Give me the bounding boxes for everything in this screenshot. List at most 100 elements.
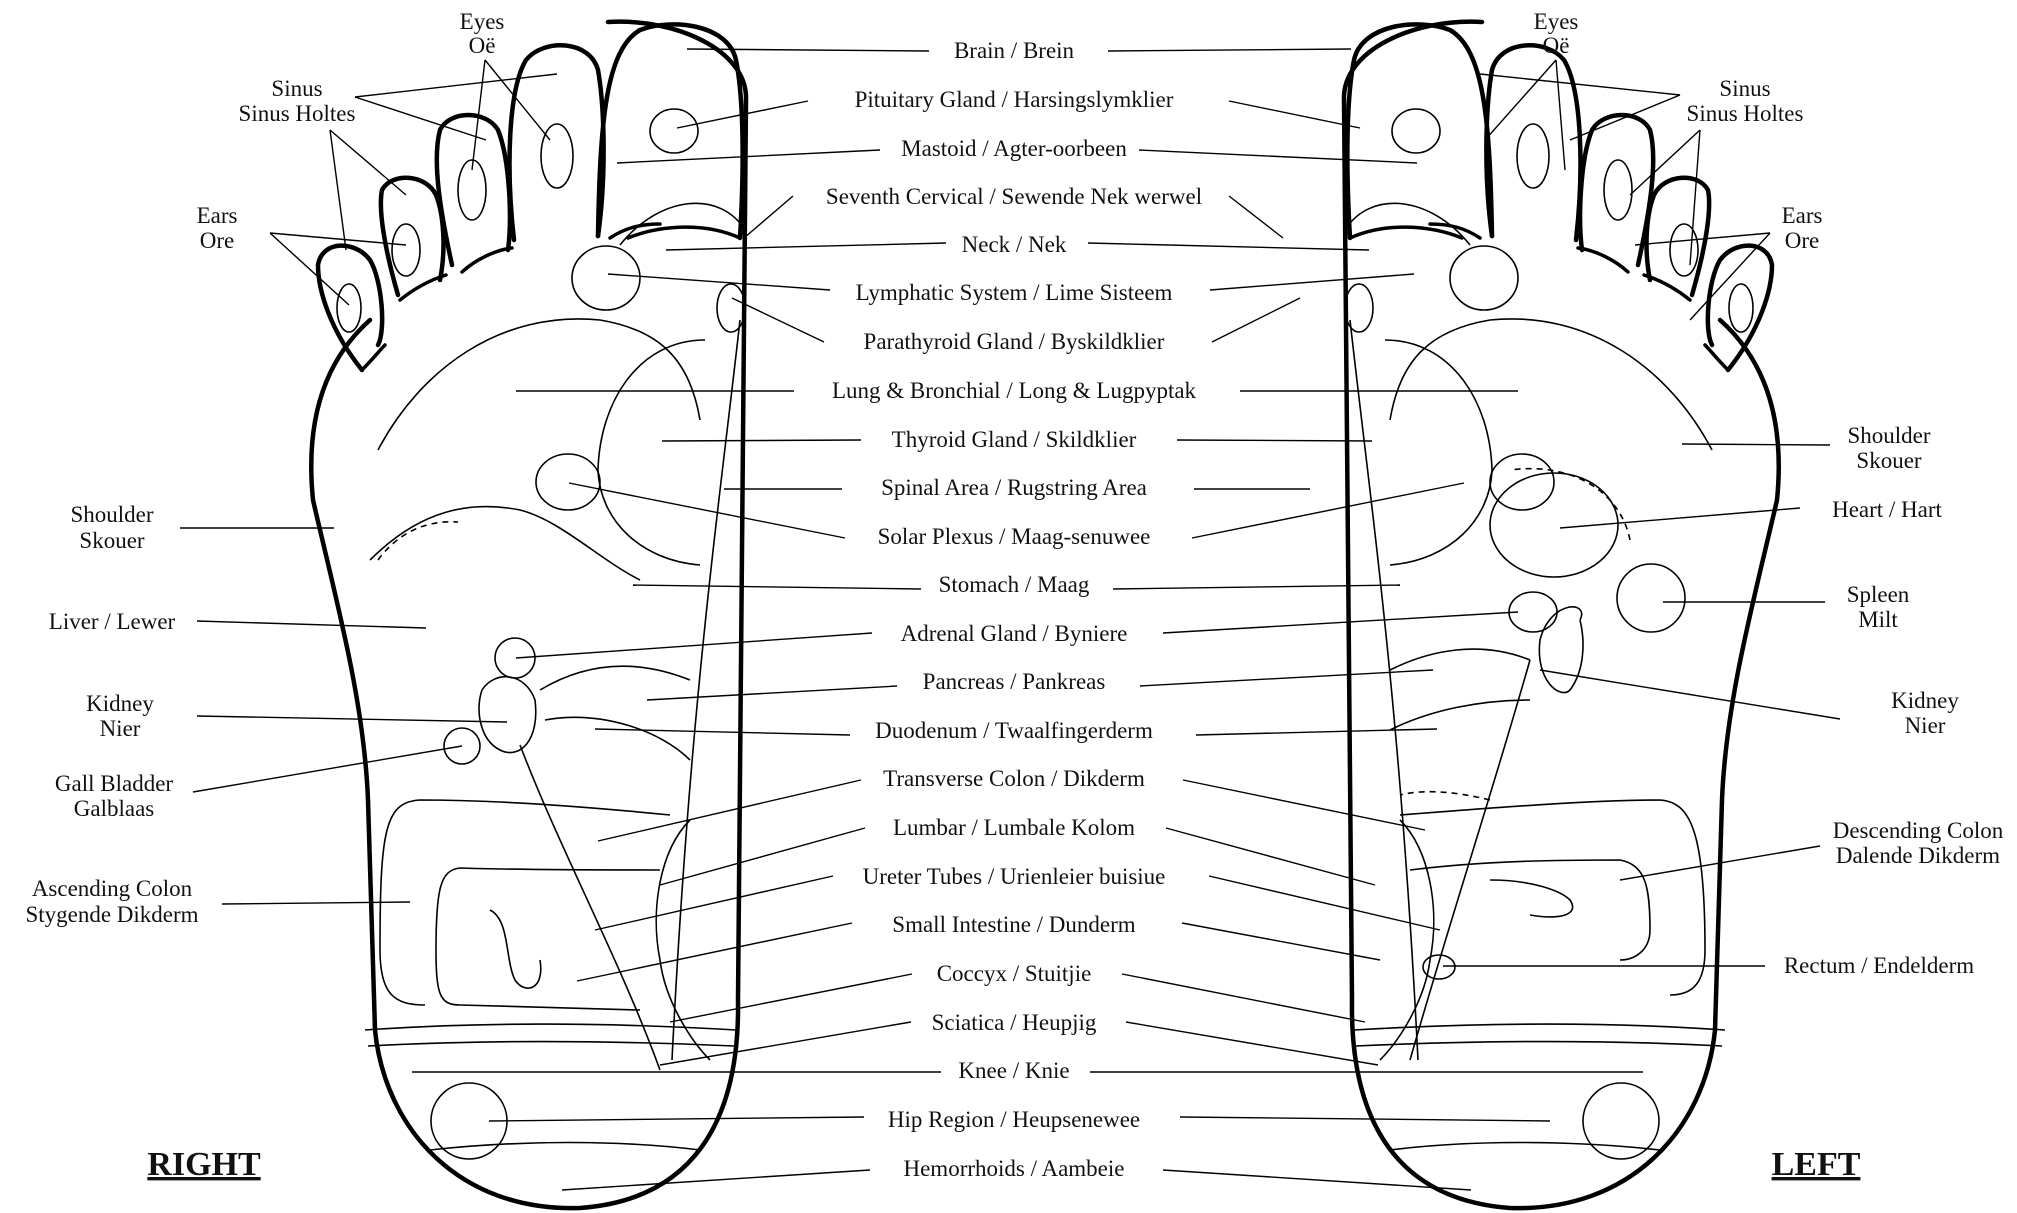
label-l-ears-2: Ore — [1785, 228, 1819, 253]
left-big-toe-base — [1350, 227, 1462, 238]
leader-pancreas-l — [1140, 670, 1433, 686]
left-thyroid-zone — [1385, 340, 1492, 565]
right-ear-zone-1 — [392, 224, 420, 276]
label-r-sinus-2: Sinus Holtes — [239, 101, 356, 126]
label-r-kidney-2: Nier — [100, 716, 141, 741]
right-heel-band-low — [430, 1143, 700, 1151]
label-l-shoulder-1: Shoulder — [1847, 423, 1930, 448]
right-toe-4 — [381, 178, 444, 295]
left-eye-zone-1 — [1517, 124, 1549, 188]
left-lumbar-zone — [1380, 820, 1434, 1060]
label-l-ears-1: Ears — [1782, 203, 1823, 228]
label-transverse-colon: Transverse Colon / Dikderm — [883, 766, 1145, 791]
label-r-ascending-2: Stygende Dikderm — [25, 902, 198, 927]
label-lumbar: Lumbar / Lumbale Kolom — [893, 815, 1135, 840]
label-l-sinus-1: Sinus — [1719, 76, 1770, 101]
right-big-toe-base — [628, 227, 740, 238]
label-l-descending-1: Descending Colon — [1833, 818, 2004, 843]
left-kidney-zone — [1539, 607, 1583, 693]
leader-coccyx-r — [670, 974, 912, 1022]
leader-adrenal-r — [516, 633, 872, 658]
leader-ureter-r — [595, 876, 833, 930]
leader-solar-l — [1192, 483, 1464, 538]
label-spinal: Spinal Area / Rugstring Area — [881, 475, 1147, 500]
left-big-toe-outline — [1347, 24, 1492, 238]
leader-stomach-l — [1113, 585, 1400, 589]
leader-lumbar-r — [660, 828, 865, 885]
label-l-kidney-1: Kidney — [1891, 688, 1959, 713]
left-toe-5 — [1708, 246, 1772, 370]
right-colon-zone — [380, 800, 670, 1005]
left-lung-zone — [1390, 319, 1712, 450]
label-l-descending-2: Dalende Dikderm — [1836, 843, 2000, 868]
label-r-ears-1: Ears — [197, 203, 238, 228]
leader-stomach-r — [633, 585, 921, 589]
label-l-kidney-2: Nier — [1905, 713, 1946, 738]
right-eye-zone-1 — [541, 124, 573, 188]
label-pancreas: Pancreas / Pankreas — [923, 669, 1106, 694]
leader-lymph-l — [1210, 274, 1414, 290]
right-neck-zone — [620, 203, 745, 245]
leader-hemorrhoids-r — [562, 1170, 870, 1190]
leader-shoulder-l — [1682, 444, 1830, 445]
label-r-eyes-1: Eyes — [460, 9, 505, 34]
leader-neck-l — [1088, 243, 1369, 250]
leader-kidney-r — [197, 716, 507, 722]
label-adrenal: Adrenal Gland / Byniere — [901, 621, 1128, 646]
left-toe-2 — [1486, 45, 1580, 240]
label-l-eyes-1: Eyes — [1534, 9, 1579, 34]
left-solar-plexus-zone — [1490, 454, 1554, 510]
leader-ears-l1 — [1635, 233, 1770, 245]
leader-sciatica-l — [1126, 1022, 1378, 1065]
left-heel-band-2 — [1356, 1042, 1722, 1047]
left-ureter — [1410, 660, 1530, 1060]
left-foot-outline — [1344, 22, 1779, 1208]
label-l-spleen-1: Spleen — [1847, 582, 1910, 607]
label-r-ears-2: Ore — [200, 228, 234, 253]
label-left-side: LEFT — [1772, 1146, 1861, 1183]
label-stomach: Stomach / Maag — [939, 572, 1090, 597]
leader-thyroid-l — [1177, 440, 1372, 441]
leader-gall-r — [193, 746, 462, 792]
right-ureter — [520, 745, 660, 1070]
label-neck: Neck / Nek — [962, 232, 1067, 257]
leader-brain-r — [687, 49, 929, 51]
right-lung-zone — [378, 319, 700, 450]
right-lymphatic-zone — [572, 246, 640, 310]
left-colon-dashed — [1400, 792, 1490, 800]
left-eye-zone-2 — [1604, 160, 1632, 220]
leader-duodenum-l — [1196, 729, 1437, 735]
label-l-spleen-2: Milt — [1858, 607, 1898, 632]
leader-hip-l — [1180, 1117, 1550, 1121]
label-r-gall-2: Galblaas — [74, 796, 155, 821]
label-hemorrhoids: Hemorrhoids / Aambeie — [903, 1156, 1124, 1181]
right-thyroid-zone — [598, 340, 705, 565]
left-lymphatic-zone — [1450, 246, 1518, 310]
label-r-kidney-1: Kidney — [86, 691, 154, 716]
label-hip: Hip Region / Heupsenewee — [888, 1107, 1140, 1132]
left-toe-4-base — [1644, 275, 1690, 300]
right-toe-3-base — [462, 248, 512, 272]
left-spleen-zone — [1617, 564, 1685, 632]
leader-ureter-l — [1209, 876, 1440, 930]
leader-kidney-l — [1540, 670, 1840, 719]
left-toe-3 — [1580, 115, 1653, 265]
label-parathyroid: Parathyroid Gland / Byskildklier — [864, 329, 1165, 354]
label-lymphatic: Lymphatic System / Lime Sisteem — [856, 280, 1173, 305]
right-adrenal-zone — [495, 638, 535, 678]
label-duodenum: Duodenum / Twaalfingerderm — [875, 718, 1153, 743]
right-foot — [311, 22, 746, 1208]
leader-transverse-l — [1183, 780, 1425, 830]
left-toe-4 — [1647, 178, 1710, 295]
label-r-shoulder-1: Shoulder — [70, 502, 153, 527]
leader-mastoid-l — [1139, 150, 1417, 163]
left-parathyroid-zone — [1345, 284, 1373, 332]
label-small-intestine: Small Intestine / Dunderm — [892, 912, 1135, 937]
right-duodenum-zone — [545, 717, 690, 760]
leader-hip-r — [489, 1117, 864, 1121]
label-seventh-cervical: Seventh Cervical / Sewende Nek werwel — [826, 184, 1202, 209]
right-colon-inner — [436, 868, 660, 1010]
leader-transverse-r — [598, 780, 861, 841]
right-toe-5-base — [362, 345, 385, 370]
leader-sinus-r3 — [330, 130, 406, 195]
